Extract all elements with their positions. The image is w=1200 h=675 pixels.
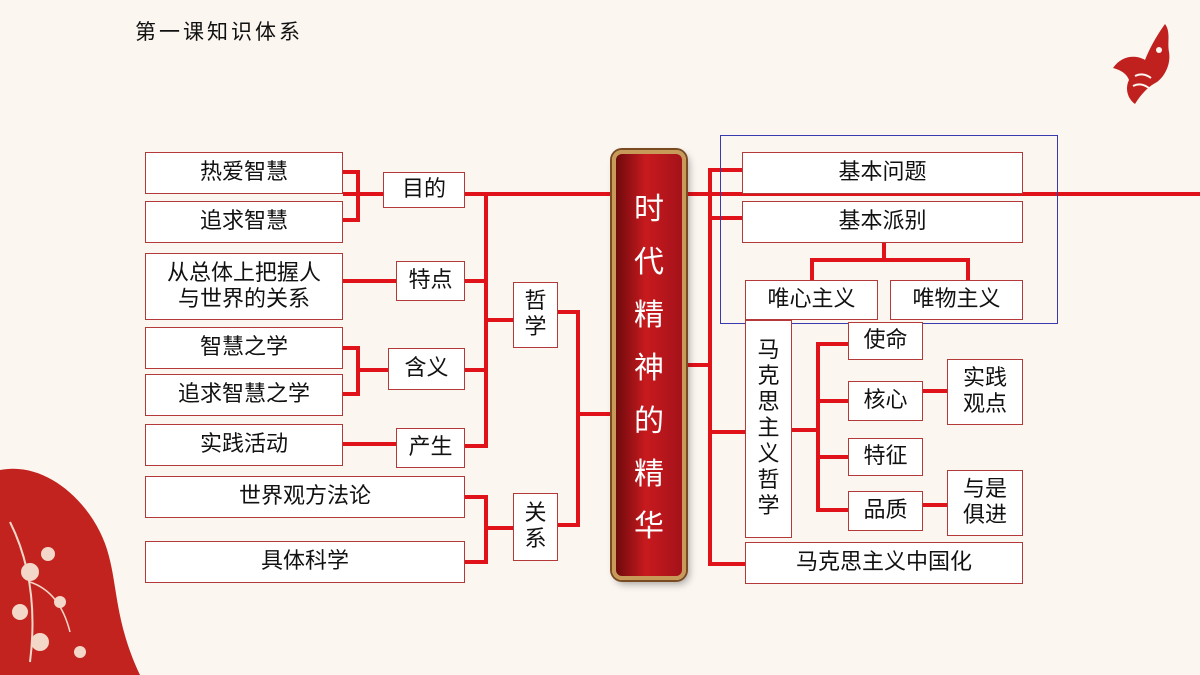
center-title-column: 时 代 精 神 的 精 华 [612, 150, 686, 580]
box-shijieguan-fangfalun: 世界观方法论 [145, 476, 465, 518]
shijian-guandian-line2: 观点 [962, 392, 1007, 417]
center-char-4: 神 [634, 350, 664, 386]
makesi-char-4: 主 [757, 416, 780, 441]
zhexue-char-2: 学 [524, 315, 547, 340]
makesi-char-1: 马 [757, 338, 780, 363]
box-shiming: 使命 [848, 322, 923, 360]
center-char-1: 时 [634, 192, 664, 228]
box-congzongti: 从总体上把握人 与世界的关系 [145, 253, 343, 320]
page-title: 第一课知识体系 [135, 20, 303, 44]
box-pinzhi: 品质 [848, 491, 923, 531]
box-yushi-jujin: 与是 俱进 [947, 470, 1023, 536]
box-reai-zhihui: 热爱智慧 [145, 152, 343, 194]
plum-blossom-corner-icon [0, 468, 140, 675]
box-chansheng: 产生 [396, 428, 465, 468]
box-jiben-wenti: 基本问题 [742, 152, 1023, 194]
center-char-3: 精 [634, 298, 664, 334]
yushi-jujin-line1: 与是 [962, 477, 1007, 502]
box-zhihui-zhi-xue: 智慧之学 [145, 327, 343, 369]
box-tedian: 特点 [396, 261, 465, 301]
box-shijian-guandian: 实践 观点 [947, 359, 1023, 425]
box-juti-kexue: 具体科学 [145, 541, 465, 583]
magpie-papercut-icon [1113, 24, 1170, 104]
yushi-jujin-line2: 俱进 [962, 503, 1007, 528]
box-makesi-zhexue: 马 克 思 主 义 哲 学 [745, 320, 792, 538]
box-hexin: 核心 [848, 381, 923, 421]
makesi-char-3: 思 [757, 390, 780, 415]
shijian-guandian-line1: 实践 [962, 366, 1007, 391]
box-jiben-paibie: 基本派别 [742, 201, 1023, 243]
center-char-6: 精 [634, 456, 664, 492]
box-shijian-huodong: 实践活动 [145, 424, 343, 466]
box-hanyi: 含义 [388, 348, 465, 390]
center-char-7: 华 [634, 509, 664, 545]
box-guanxi: 关 系 [513, 493, 558, 561]
box-makesi-zhongguohua: 马克思主义中国化 [745, 542, 1023, 584]
box-zhuiqiu-zhihui: 追求智慧 [145, 201, 343, 243]
makesi-char-6: 哲 [757, 468, 780, 493]
box-zhexue: 哲 学 [513, 282, 558, 348]
box-weiwu-zhuyi: 唯物主义 [890, 280, 1023, 320]
box-weixin-zhuyi: 唯心主义 [745, 280, 878, 320]
makesi-char-5: 义 [757, 442, 780, 467]
makesi-char-2: 克 [757, 364, 780, 389]
guanxi-char-1: 关 [524, 501, 547, 526]
box-mude: 目的 [383, 172, 465, 208]
box-congzongti-line1: 从总体上把握人 [166, 260, 321, 286]
zhexue-char-1: 哲 [524, 289, 547, 314]
center-char-2: 代 [634, 245, 664, 281]
box-zhuiqiu-zhihui-zhi-xue: 追求智慧之学 [145, 374, 343, 416]
center-char-5: 的 [634, 403, 664, 439]
box-congzongti-line2: 与世界的关系 [177, 286, 310, 312]
makesi-char-7: 学 [757, 494, 780, 519]
guanxi-char-2: 系 [524, 527, 547, 552]
box-tezheng: 特征 [848, 438, 923, 476]
